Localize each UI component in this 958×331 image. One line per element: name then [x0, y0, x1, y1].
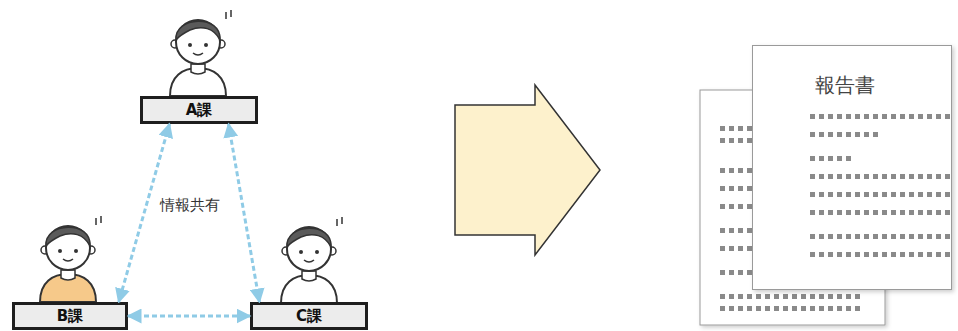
shared-info-label: 情報共有	[160, 196, 220, 215]
text-line	[810, 252, 950, 258]
text-line	[810, 174, 950, 180]
text-line	[720, 204, 752, 210]
big-arrow	[455, 85, 600, 255]
text-line	[720, 228, 752, 234]
info-sharing-arrow	[119, 124, 170, 302]
report-document: 報告書	[752, 45, 952, 290]
text-line	[720, 126, 752, 132]
section-name: C課	[296, 309, 322, 324]
document-title: 報告書	[815, 72, 875, 99]
text-line	[810, 132, 878, 138]
front-page	[752, 45, 952, 290]
text-line	[720, 168, 752, 174]
section-label-box: C課	[250, 302, 368, 330]
info-sharing-arrow	[128, 315, 250, 318]
section-name: A課	[186, 103, 213, 118]
section-label-box: B課	[12, 302, 128, 330]
section-label-box: A課	[140, 96, 258, 124]
text-line	[720, 138, 752, 144]
text-line	[720, 246, 752, 252]
text-line	[720, 306, 860, 312]
person-b-illustration	[40, 216, 101, 302]
text-line	[720, 294, 860, 300]
front-page-text-lines	[810, 114, 950, 258]
text-line	[810, 210, 950, 216]
section-name: B課	[57, 309, 83, 324]
person-a-illustration	[170, 10, 231, 96]
text-line	[810, 192, 950, 198]
text-line	[720, 186, 752, 192]
text-line	[810, 114, 950, 120]
text-line	[720, 270, 752, 276]
person-c-illustration	[281, 217, 342, 303]
info-sharing-arrow	[229, 124, 260, 302]
text-line	[810, 156, 851, 162]
text-line	[810, 234, 950, 240]
